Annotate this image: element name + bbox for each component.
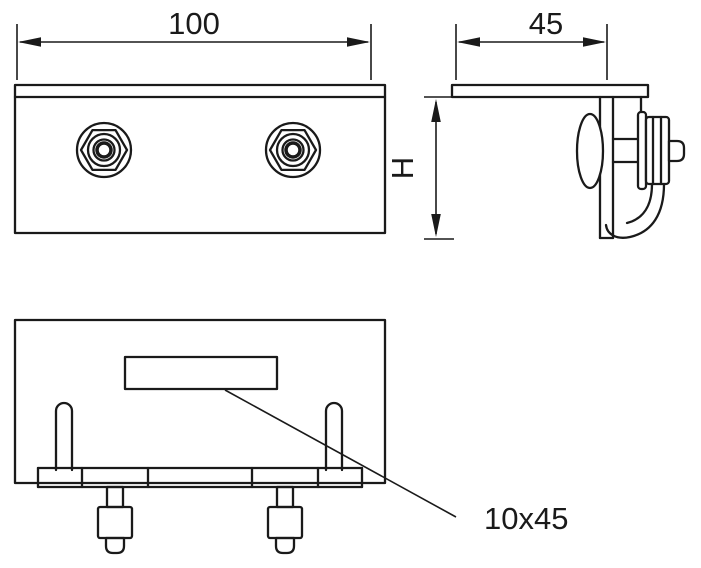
top-flange-profile [450, 83, 650, 99]
front-view [13, 83, 387, 235]
clamp-hook-outer-curve [604, 182, 666, 239]
arrowhead-right [347, 37, 370, 47]
washer-circle [264, 121, 322, 179]
slot-cutout [123, 355, 279, 391]
nut-chamfer-circle [275, 132, 311, 168]
slot-callout: 10x45 [224, 389, 568, 536]
washer-circle [75, 121, 133, 179]
side-view [450, 83, 686, 240]
dim-height-label: H [385, 157, 420, 179]
hex-nut-profile [644, 115, 671, 186]
arrowhead-top [431, 99, 441, 122]
hex-nut-outline [268, 128, 318, 172]
dim-depth-label: 45 [529, 6, 563, 41]
bottom-view-outline [13, 318, 387, 485]
bolt-shaft-circle [92, 138, 116, 162]
bolt-bottom-right [266, 485, 304, 555]
bolt-core-circle [284, 141, 302, 159]
leader-line [224, 389, 457, 518]
clamp-hook-inner-curve [625, 182, 654, 225]
bolt-tip-profile [667, 139, 686, 163]
arrowhead-right [583, 37, 606, 47]
slot-size-label: 10x45 [484, 501, 568, 536]
hex-nut-outline [79, 128, 129, 172]
bolt-post-left [54, 401, 74, 472]
arrowhead-bottom [431, 214, 441, 237]
bolt-tip [274, 536, 296, 555]
nut-chamfer-circle [86, 132, 122, 168]
dimension-width-100: 100 [16, 6, 372, 80]
dimension-height-H: H [385, 96, 454, 240]
bolt-post-right [324, 401, 344, 472]
bolt-head-profile [575, 112, 605, 190]
bolt-shaft-circle [281, 138, 305, 162]
clamp-plate-band [36, 466, 364, 489]
bolt-neck [105, 485, 125, 509]
arrowhead-left [18, 37, 41, 47]
bolt-hex-head [266, 505, 304, 540]
bolt-core-circle [95, 141, 113, 159]
bolt-front-left [75, 121, 133, 179]
bolt-tip [104, 536, 126, 555]
front-view-outline [13, 83, 387, 235]
bolt-front-right [264, 121, 322, 179]
arrowhead-left [457, 37, 480, 47]
dimension-depth-45: 45 [455, 6, 608, 80]
bottom-view [13, 318, 387, 555]
bolt-bottom-left [96, 485, 134, 555]
dim-width-label: 100 [168, 6, 220, 41]
bolt-hex-head [96, 505, 134, 540]
bolt-neck [275, 485, 295, 509]
washer-profile [636, 110, 648, 191]
